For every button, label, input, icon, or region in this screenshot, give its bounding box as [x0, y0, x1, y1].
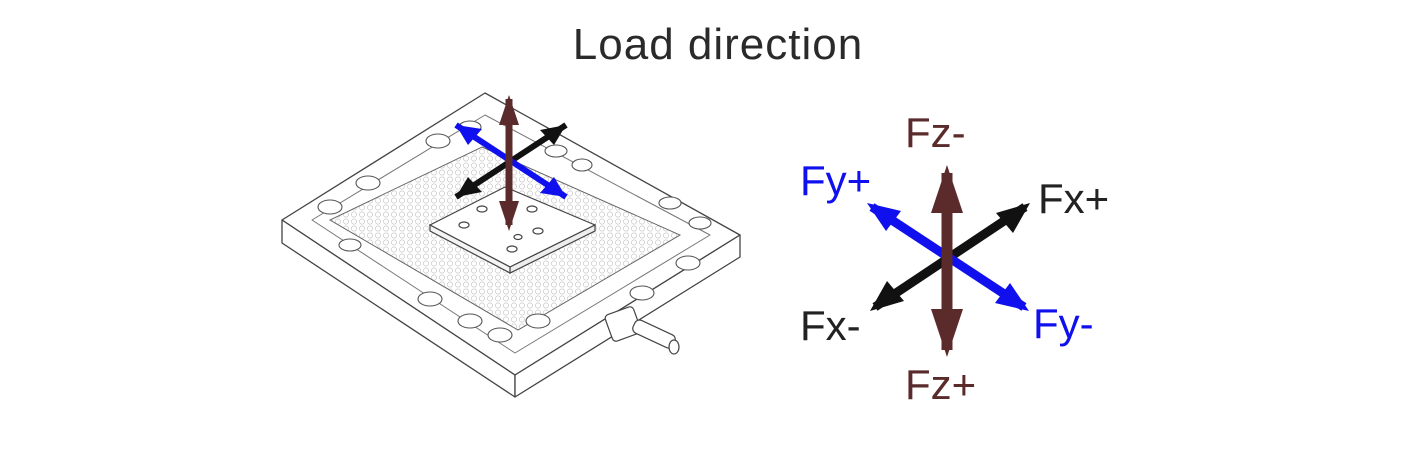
cable-connector — [604, 306, 680, 355]
load-direction-legend: Fz- Fy+ Fx+ Fx- Fy- Fz+ — [800, 109, 1109, 408]
fz-plus-label: Fz+ — [905, 361, 976, 408]
fy-plus-label: Fy+ — [800, 157, 871, 204]
page-title: Load direction — [572, 20, 864, 69]
fz-minus-label: Fz- — [905, 109, 966, 156]
sensor-arrows — [454, 95, 568, 231]
center-plate — [428, 186, 597, 274]
fz-arrow — [931, 165, 963, 357]
mounting-holes — [317, 120, 712, 343]
load-cell-drawing — [281, 92, 741, 398]
fy-minus-label: Fy- — [1033, 300, 1094, 347]
fx-plus-label: Fx+ — [1038, 175, 1109, 222]
fx-minus-label: Fx- — [800, 302, 861, 349]
